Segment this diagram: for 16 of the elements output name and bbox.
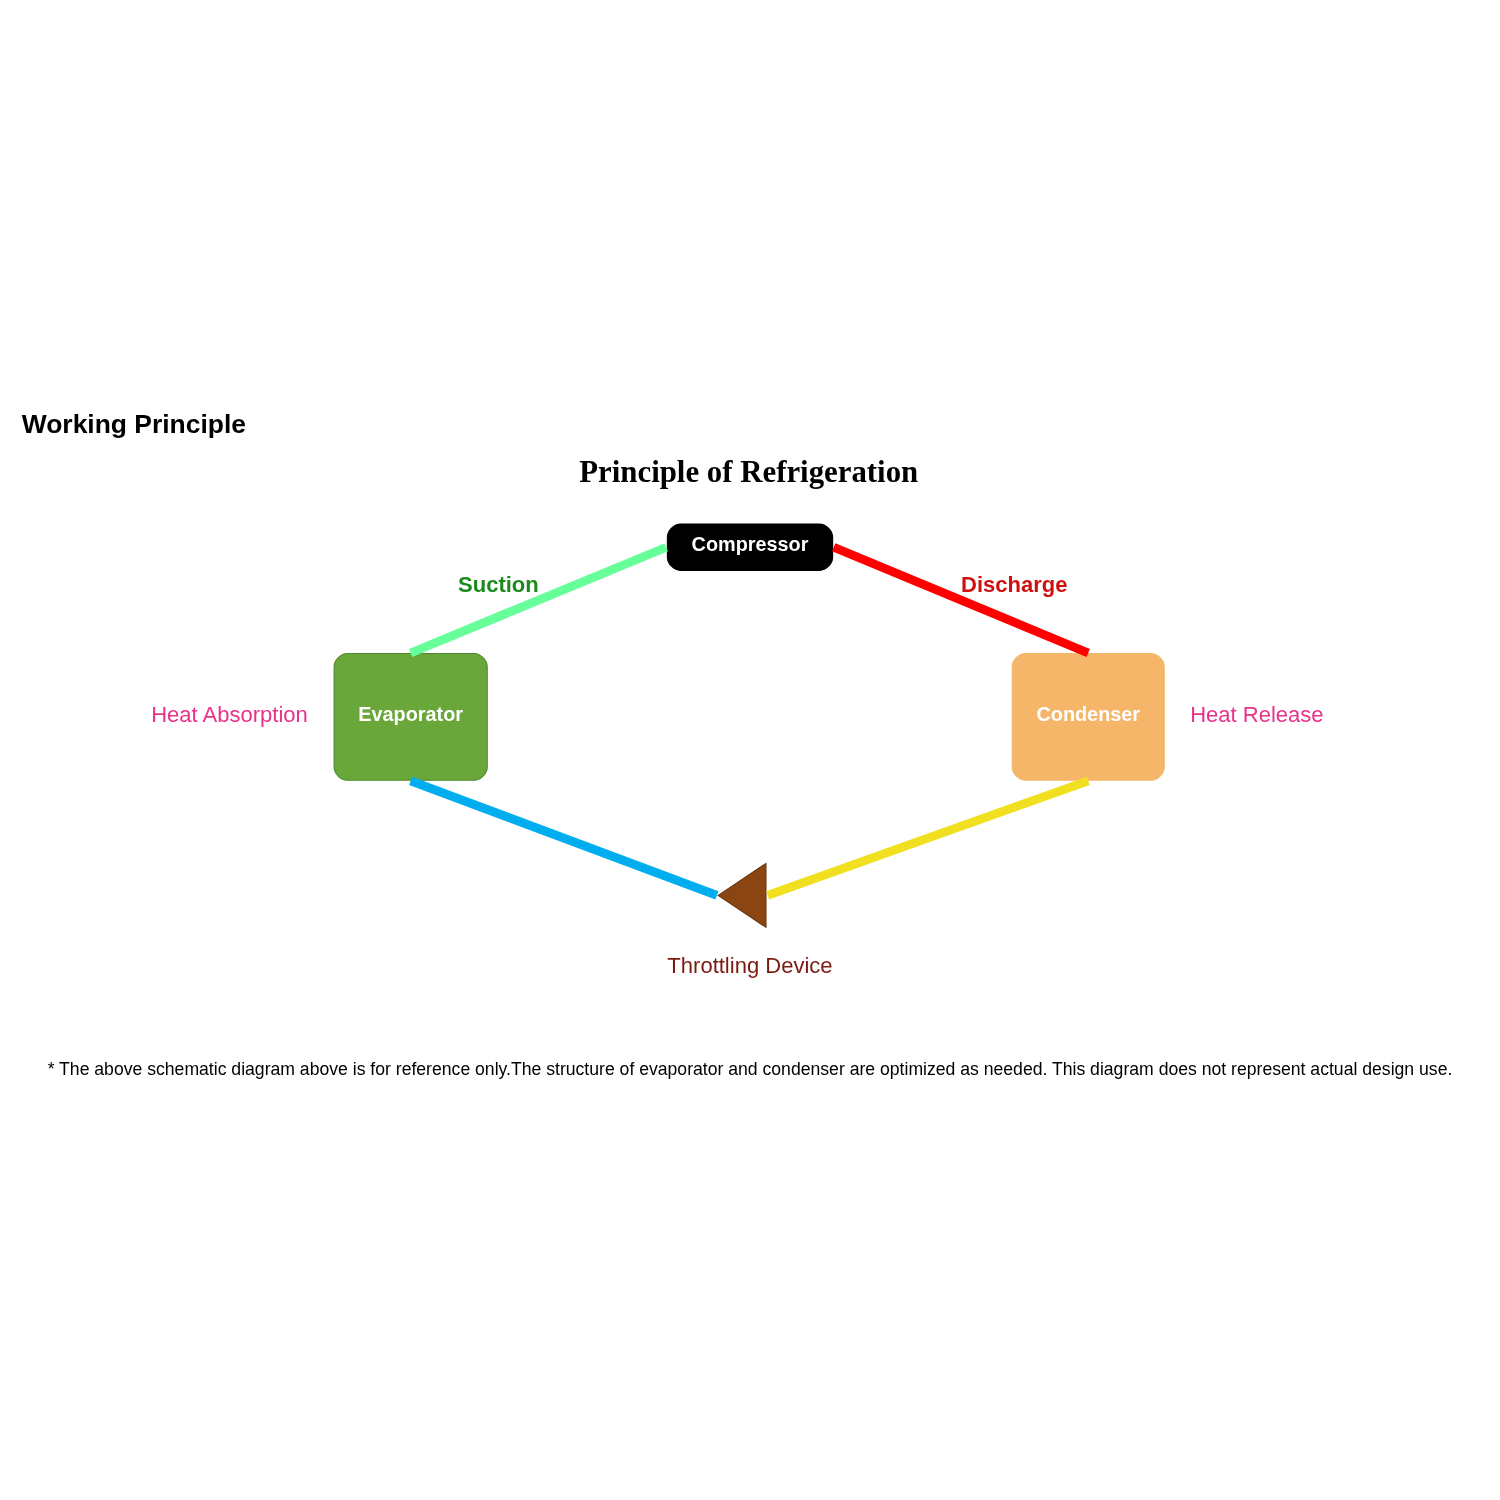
connector (408, 542, 668, 657)
edge-label: Discharge (960, 571, 1068, 597)
edge-label: Suction (458, 571, 539, 597)
node-label: Heat Absorption (151, 701, 308, 727)
node-label: Heat Release (1190, 701, 1324, 727)
node-box: Evaporator (333, 652, 488, 781)
diagram-title: Working Principle (21, 408, 247, 439)
connector (832, 542, 1090, 657)
node-box: Condenser (1011, 652, 1165, 781)
node-valve (717, 861, 767, 928)
node-box: Compressor (666, 523, 834, 571)
caption: * The above schematic diagram above is for reference only.The structure of evaporator and condenser are optimized as needed. This diagram does not represent actual design use. (47, 1058, 1453, 1079)
node-label: Throttling Device (667, 952, 833, 977)
connector (766, 776, 1090, 900)
connector (409, 776, 719, 899)
label: Principle of Refrigeration (579, 454, 919, 489)
